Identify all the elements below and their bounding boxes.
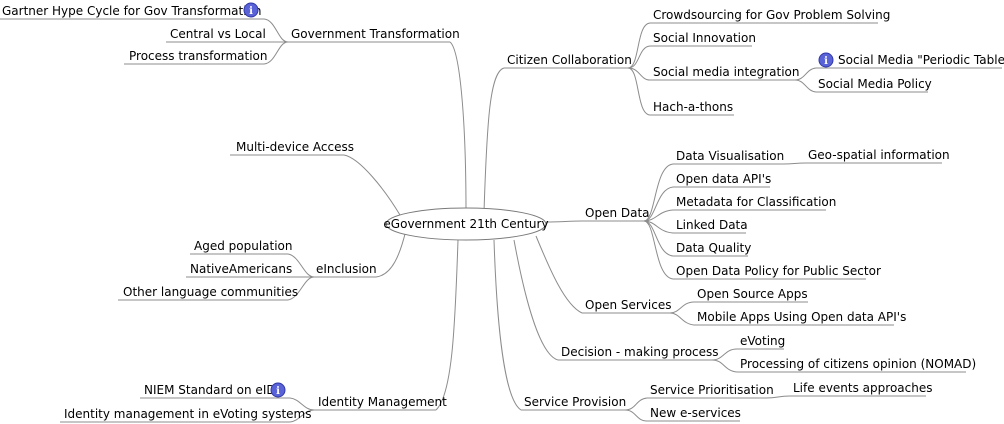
link-open-data bbox=[545, 220, 583, 223]
node-geo-spatial[interactable]: Geo-spatial information bbox=[808, 148, 950, 162]
node-service-prioritisation[interactable]: Service Prioritisation bbox=[650, 383, 774, 397]
node-data-quality[interactable]: Data Quality bbox=[676, 241, 751, 255]
link-aged bbox=[287, 253, 315, 278]
node-identity-management[interactable]: Identity Management bbox=[318, 395, 447, 409]
node-open-data[interactable]: Open Data bbox=[585, 206, 650, 220]
node-new-eservices[interactable]: New e-services bbox=[650, 406, 741, 420]
node-crowdsourcing[interactable]: Crowdsourcing for Gov Problem Solving bbox=[653, 8, 890, 22]
link-multi-device bbox=[343, 154, 401, 216]
node-gartner[interactable]: Gartner Hype Cycle for Gov Transformatio… bbox=[2, 4, 261, 18]
link-od-policy bbox=[643, 220, 674, 280]
underlines bbox=[0, 18, 1002, 423]
node-hackathons[interactable]: Hach-a-thons bbox=[653, 100, 733, 114]
node-citizen-collaboration[interactable]: Citizen Collaboration bbox=[507, 53, 632, 67]
node-evoting[interactable]: eVoting bbox=[740, 334, 785, 348]
node-central-vs-local[interactable]: Central vs Local bbox=[170, 27, 266, 41]
node-other-language[interactable]: Other language communities bbox=[123, 285, 298, 299]
link-hackathons bbox=[627, 67, 651, 116]
link-identity bbox=[435, 239, 459, 411]
link-mobile-apps bbox=[669, 312, 695, 326]
node-nomad[interactable]: Processing of citizens opinion (NOMAD) bbox=[740, 357, 976, 371]
link-od-apis bbox=[643, 186, 674, 222]
link-einclusion bbox=[375, 229, 407, 278]
central-node-ellipse bbox=[385, 207, 547, 241]
link-metadata bbox=[643, 209, 674, 222]
link-sm-policy bbox=[794, 79, 817, 93]
svg-text:i: i bbox=[276, 386, 280, 397]
node-multi-device-access[interactable]: Multi-device Access bbox=[236, 140, 354, 154]
connectors bbox=[263, 18, 817, 423]
link-periodic bbox=[794, 67, 817, 81]
link-otherlang bbox=[287, 276, 315, 301]
link-prioritisation bbox=[624, 397, 648, 411]
link-decision bbox=[513, 239, 559, 361]
node-identity-evoting[interactable]: Identity management in eVoting systems bbox=[64, 407, 311, 421]
node-decision-making[interactable]: Decision - making process bbox=[561, 345, 719, 359]
node-social-media-integration[interactable]: Social media integration bbox=[653, 65, 800, 79]
link-crowd bbox=[627, 22, 651, 69]
link-social-innov bbox=[627, 45, 651, 69]
node-process-transformation[interactable]: Process transformation bbox=[129, 49, 268, 63]
link-process bbox=[263, 41, 289, 65]
node-open-services[interactable]: Open Services bbox=[585, 298, 671, 312]
link-id-evoting bbox=[289, 409, 315, 423]
node-mobile-apps[interactable]: Mobile Apps Using Open data API's bbox=[697, 310, 906, 324]
node-native-americans[interactable]: NativeAmericans bbox=[190, 262, 292, 276]
info-icon[interactable]: i bbox=[243, 2, 259, 18]
node-government-transformation[interactable]: Government Transformation bbox=[291, 27, 460, 41]
link-government-transformation bbox=[449, 41, 467, 213]
node-open-data-policy[interactable]: Open Data Policy for Public Sector bbox=[676, 264, 881, 278]
link-niem bbox=[289, 397, 315, 411]
node-service-provision[interactable]: Service Provision bbox=[524, 395, 626, 409]
link-evoting bbox=[711, 348, 738, 361]
link-geo bbox=[782, 162, 807, 165]
link-quality bbox=[643, 220, 674, 257]
link-new-eserv bbox=[624, 409, 648, 422]
node-open-source-apps[interactable]: Open Source Apps bbox=[697, 287, 808, 301]
node-data-visualisation[interactable]: Data Visualisation bbox=[676, 149, 784, 163]
node-open-data-apis[interactable]: Open data API's bbox=[676, 172, 771, 186]
node-niem-standard[interactable]: NIEM Standard on eID bbox=[144, 383, 276, 397]
link-life-events bbox=[765, 395, 791, 399]
svg-text:i: i bbox=[249, 6, 253, 17]
node-aged-population[interactable]: Aged population bbox=[194, 239, 293, 253]
node-social-media-policy[interactable]: Social Media Policy bbox=[818, 77, 932, 91]
link-service bbox=[493, 239, 522, 411]
node-periodic-table[interactable]: Social Media "Periodic Table" bbox=[838, 53, 1004, 67]
link-data-vis bbox=[643, 163, 674, 222]
link-os-apps bbox=[669, 301, 695, 314]
node-life-events[interactable]: Life events approaches bbox=[793, 381, 932, 395]
node-metadata[interactable]: Metadata for Classification bbox=[676, 195, 836, 209]
link-gartner bbox=[263, 18, 289, 43]
node-linked-data[interactable]: Linked Data bbox=[676, 218, 748, 232]
central-node[interactable]: eGovernment 21th Century bbox=[383, 207, 549, 241]
node-einclusion[interactable]: eInclusion bbox=[316, 262, 377, 276]
central-node-label: eGovernment 21th Century bbox=[383, 217, 548, 231]
info-icon[interactable]: i bbox=[270, 382, 286, 398]
link-nomad bbox=[711, 359, 738, 373]
info-icon[interactable]: i bbox=[818, 52, 834, 68]
link-open-services bbox=[535, 235, 583, 314]
node-social-innovation[interactable]: Social Innovation bbox=[653, 31, 756, 45]
svg-text:i: i bbox=[824, 56, 828, 67]
link-citizen bbox=[483, 67, 505, 213]
